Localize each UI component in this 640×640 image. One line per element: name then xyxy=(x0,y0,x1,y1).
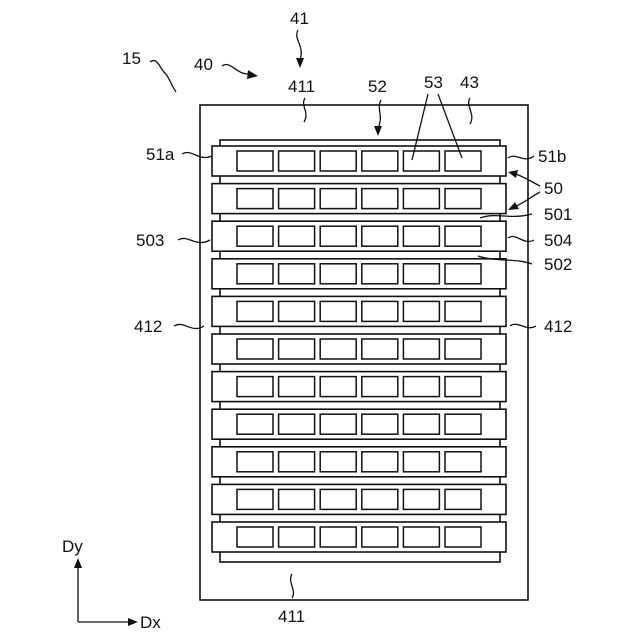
cell xyxy=(362,301,398,321)
label-53: 53 xyxy=(424,73,443,92)
label-43: 43 xyxy=(460,73,479,92)
cell xyxy=(445,189,481,209)
leader-41 xyxy=(297,30,301,60)
axis-label-dx: Dx xyxy=(140,613,161,632)
label-40: 40 xyxy=(194,55,213,74)
cell xyxy=(403,452,439,472)
cell xyxy=(279,264,315,284)
cell xyxy=(362,339,398,359)
cell xyxy=(279,151,315,171)
label-51b: 51b xyxy=(538,147,566,166)
cell xyxy=(403,226,439,246)
axis-label-dy: Dy xyxy=(62,537,83,556)
cell xyxy=(445,527,481,547)
label-412-left: 412 xyxy=(134,317,162,336)
cell xyxy=(320,189,356,209)
label-411-top: 411 xyxy=(288,77,315,96)
cell xyxy=(445,377,481,397)
cell xyxy=(403,301,439,321)
cell xyxy=(279,377,315,397)
label-51a: 51a xyxy=(146,145,175,164)
cell xyxy=(403,377,439,397)
cell xyxy=(279,452,315,472)
cell xyxy=(237,264,273,284)
cell xyxy=(445,301,481,321)
cell xyxy=(362,527,398,547)
cell xyxy=(279,339,315,359)
cell xyxy=(237,527,273,547)
cell xyxy=(320,414,356,434)
cell xyxy=(445,151,481,171)
cell xyxy=(362,151,398,171)
cell xyxy=(362,377,398,397)
cell xyxy=(445,414,481,434)
label-50: 50 xyxy=(544,179,563,198)
arrowhead-41 xyxy=(296,58,304,68)
cell xyxy=(279,527,315,547)
cell xyxy=(403,151,439,171)
cell xyxy=(362,452,398,472)
cell xyxy=(362,264,398,284)
cell xyxy=(362,414,398,434)
cell xyxy=(237,301,273,321)
cell xyxy=(403,527,439,547)
cell xyxy=(320,339,356,359)
leader-15 xyxy=(150,61,176,92)
cell xyxy=(237,226,273,246)
cell xyxy=(237,377,273,397)
cell xyxy=(237,339,273,359)
label-504: 504 xyxy=(544,231,572,250)
cell xyxy=(403,264,439,284)
leader-40 xyxy=(222,65,248,74)
cell xyxy=(445,452,481,472)
cell xyxy=(320,377,356,397)
cell xyxy=(279,189,315,209)
cell xyxy=(403,189,439,209)
axis-indicator xyxy=(74,558,138,626)
cell xyxy=(279,489,315,509)
cell xyxy=(279,301,315,321)
label-41: 41 xyxy=(290,9,309,28)
cell xyxy=(237,151,273,171)
cell xyxy=(320,489,356,509)
cell xyxy=(445,339,481,359)
cell xyxy=(279,414,315,434)
cell xyxy=(237,189,273,209)
cell xyxy=(237,452,273,472)
cell xyxy=(403,414,439,434)
cell xyxy=(403,489,439,509)
cell xyxy=(237,414,273,434)
cell xyxy=(237,489,273,509)
label-503: 503 xyxy=(136,231,164,250)
label-52: 52 xyxy=(368,77,387,96)
dx-arrowhead xyxy=(128,618,138,626)
cell xyxy=(320,527,356,547)
cell xyxy=(320,151,356,171)
label-502: 502 xyxy=(544,255,572,274)
cell xyxy=(362,189,398,209)
cell xyxy=(320,301,356,321)
label-412-right: 412 xyxy=(544,317,572,336)
cell xyxy=(445,489,481,509)
cell xyxy=(320,226,356,246)
cell xyxy=(362,489,398,509)
strip-group xyxy=(212,146,506,552)
cell xyxy=(445,226,481,246)
dy-arrowhead xyxy=(74,558,82,568)
cell xyxy=(320,452,356,472)
cell xyxy=(403,339,439,359)
label-501: 501 xyxy=(544,205,572,224)
arrowhead-40 xyxy=(247,70,258,79)
cell xyxy=(320,264,356,284)
cell xyxy=(445,264,481,284)
cell xyxy=(279,226,315,246)
cell xyxy=(362,226,398,246)
label-15: 15 xyxy=(122,49,141,68)
label-411-bottom: 411 xyxy=(278,607,305,626)
